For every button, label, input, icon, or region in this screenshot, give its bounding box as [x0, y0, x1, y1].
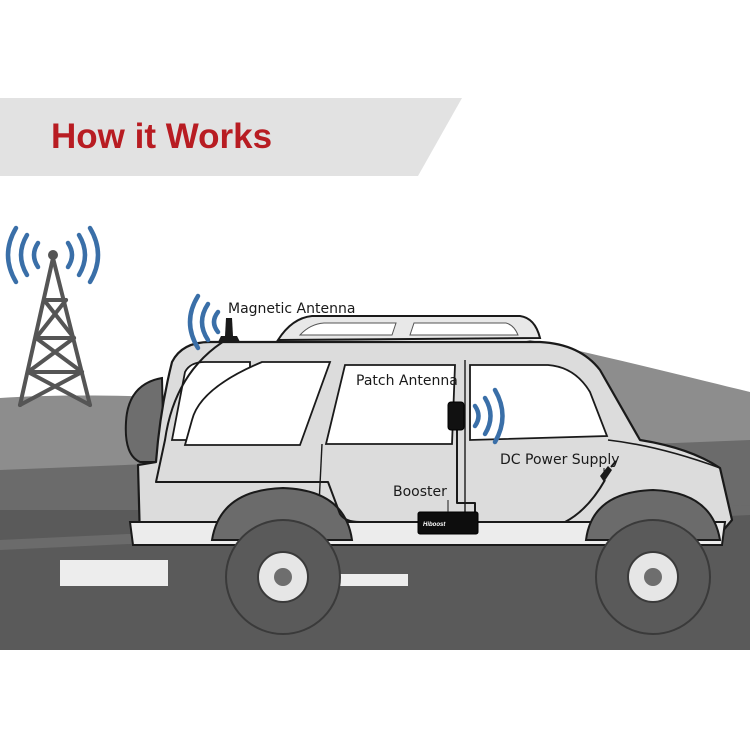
cell-tower-icon: [18, 250, 92, 407]
booster-label: Booster: [393, 484, 447, 500]
title-banner: [0, 98, 462, 176]
road-lane-marking: [60, 560, 168, 586]
power-plug-icon: [600, 460, 617, 482]
magnetic-antenna-icon: [218, 318, 240, 342]
signal-wave-icon: [5, 225, 101, 285]
antenna-cable: [155, 337, 606, 523]
banner-title: How it Works: [51, 117, 272, 156]
booster-brand-text: Hiboost: [423, 522, 446, 528]
vehicle: [124, 315, 734, 635]
patch-antenna-icon: [447, 401, 465, 431]
signal-wave-icon: [187, 293, 221, 351]
front-wheel: [595, 519, 711, 635]
dc-power-supply-label: DC Power Supply: [500, 452, 620, 468]
patch-antenna-label: Patch Antenna: [356, 373, 458, 389]
rear-wheel: [225, 519, 341, 635]
road-lane-marking: [340, 574, 408, 586]
signal-wave-icon: [472, 387, 505, 445]
magnetic-antenna-label: Magnetic Antenna: [228, 301, 355, 317]
rear-side-window: [183, 361, 332, 446]
middle-window: [324, 364, 456, 445]
booster-icon: Hiboost: [417, 511, 479, 535]
